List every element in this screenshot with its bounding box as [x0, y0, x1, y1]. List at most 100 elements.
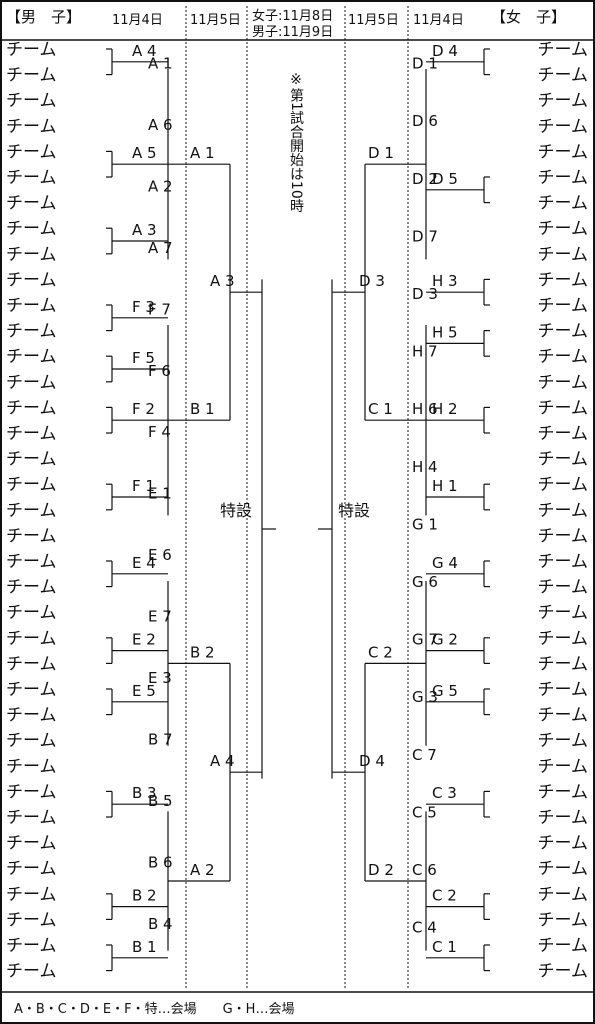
match-label: H 3: [432, 272, 458, 290]
boys-team-name: チーム: [6, 194, 57, 214]
match-label: A 2: [190, 861, 215, 879]
match-label: E 4: [132, 554, 156, 572]
boys-team-name: チーム: [6, 885, 57, 905]
girls-team-name: チーム: [538, 834, 589, 854]
match-label: C 5: [412, 803, 437, 821]
match-label: E 6: [148, 546, 172, 564]
match-label: G 5: [432, 682, 458, 700]
match-label: B 5: [148, 792, 173, 810]
match-label: D 5: [432, 170, 458, 188]
boys-team-name: チーム: [6, 654, 57, 674]
girls-round2-date: 11月5日: [348, 13, 399, 28]
boys-team-name: チーム: [6, 501, 57, 521]
match-label: A 1: [148, 55, 173, 73]
boys-team-name: チーム: [6, 757, 57, 777]
girls-team-name: チーム: [538, 40, 589, 60]
match-label: A 2: [148, 177, 173, 195]
match-label: D 4: [359, 752, 385, 770]
match-label: A 7: [148, 239, 173, 257]
girls-team-name: チーム: [538, 501, 589, 521]
girls-team-name: チーム: [538, 808, 589, 828]
boys-team-list: チームチームチームチームチームチームチームチームチームチームチームチームチームチ…: [6, 40, 57, 982]
girls-team-name: チーム: [538, 731, 589, 751]
boys-round1-date: 11月4日: [112, 13, 163, 28]
girls-team-name: チーム: [538, 629, 589, 649]
final-venue-label: 特設: [338, 501, 370, 520]
match-label: F 2: [132, 400, 155, 418]
girls-team-name: チーム: [538, 603, 589, 623]
match-labels: A 4A 5A 3F 3F 5F 2F 1E 4E 2E 5B 3B 2B 1A…: [132, 42, 458, 956]
match-label: A 4: [210, 752, 235, 770]
match-label: C 1: [432, 938, 457, 956]
boys-team-name: チーム: [6, 834, 57, 854]
match-label: G 3: [412, 688, 438, 706]
boys-team-name: チーム: [6, 322, 57, 342]
boys-team-name: チーム: [6, 936, 57, 956]
boys-team-name: チーム: [6, 347, 57, 367]
match-label: C 2: [368, 643, 393, 661]
match-label: A 3: [210, 272, 235, 290]
girls-team-name: チーム: [538, 552, 589, 572]
boys-team-name: チーム: [6, 629, 57, 649]
match-label: G 4: [432, 554, 458, 572]
match-label: H 4: [412, 458, 438, 476]
girls-team-name: チーム: [538, 117, 589, 137]
boys-final-date: 男子:11月9日: [252, 25, 333, 40]
match-label: C 4: [412, 919, 437, 937]
girls-team-name: チーム: [538, 859, 589, 879]
boys-team-name: チーム: [6, 450, 57, 470]
match-label: C 1: [368, 400, 393, 418]
girls-team-name: チーム: [538, 475, 589, 495]
first-game-note: ※第1試合開始は10時: [288, 72, 304, 213]
match-label: D 2: [368, 861, 394, 879]
girls-final-date: 女子:11月8日: [252, 8, 333, 24]
girls-team-name: チーム: [538, 526, 589, 546]
match-label: C 3: [432, 784, 457, 802]
boys-team-name: チーム: [6, 706, 57, 726]
girls-team-name: チーム: [538, 757, 589, 777]
match-label: G 1: [412, 515, 438, 533]
match-label: E 5: [132, 682, 156, 700]
girls-team-name: チーム: [538, 885, 589, 905]
boys-team-name: チーム: [6, 91, 57, 111]
match-label: D 7: [412, 227, 438, 245]
match-label: E 7: [148, 608, 172, 626]
girls-round1-date: 11月4日: [413, 13, 464, 28]
match-label: G 6: [412, 573, 438, 591]
boys-team-name: チーム: [6, 373, 57, 393]
girls-team-name: チーム: [538, 936, 589, 956]
boys-team-name: チーム: [6, 680, 57, 700]
boys-team-name: チーム: [6, 245, 57, 265]
match-label: E 3: [148, 669, 172, 687]
girls-team-name: チーム: [538, 706, 589, 726]
match-label: C 2: [432, 887, 457, 905]
final-venue-label: 特設: [220, 501, 252, 520]
match-label: H 6: [412, 400, 438, 418]
match-label: B 3: [132, 784, 157, 802]
boys-team-name: チーム: [6, 270, 57, 290]
boys-round2-date: 11月5日: [190, 13, 241, 28]
girls-team-name: チーム: [538, 782, 589, 802]
girls-team-name: チーム: [538, 578, 589, 598]
boys-team-name: チーム: [6, 117, 57, 137]
match-label: H 7: [412, 343, 438, 361]
match-label: H 2: [432, 400, 458, 418]
girls-team-name: チーム: [538, 194, 589, 214]
girls-team-name: チーム: [538, 450, 589, 470]
boys-team-name: チーム: [6, 859, 57, 879]
boys-team-name: チーム: [6, 552, 57, 572]
boys-team-name: チーム: [6, 40, 57, 60]
girls-team-name: チーム: [538, 347, 589, 367]
girls-team-name: チーム: [538, 245, 589, 265]
match-label: B 2: [132, 887, 157, 905]
match-label: F 1: [132, 477, 155, 495]
match-label: G 7: [412, 631, 438, 649]
boys-team-name: チーム: [6, 808, 57, 828]
boys-team-name: チーム: [6, 475, 57, 495]
match-label: C 6: [412, 861, 437, 879]
match-label: A 3: [132, 221, 157, 239]
boys-team-name: チーム: [6, 962, 57, 982]
match-label: F 4: [148, 423, 171, 441]
match-label: F 6: [148, 362, 171, 380]
